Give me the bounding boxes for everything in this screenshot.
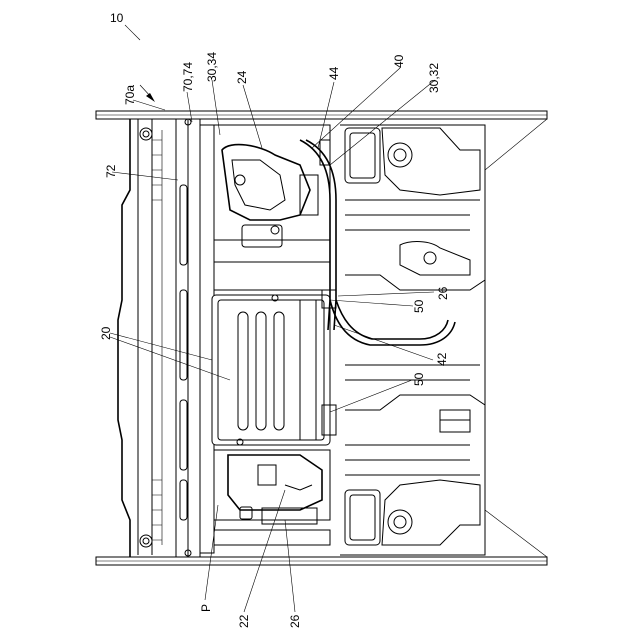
label-44: 44 (327, 66, 341, 80)
label-26-bottom: 26 (288, 614, 302, 628)
label-10: 10 (110, 11, 124, 25)
label-70-74: 70,74 (181, 62, 195, 92)
label-50-lower: 50 (412, 372, 426, 386)
battery-pack (212, 295, 330, 445)
label-40: 40 (392, 54, 406, 68)
label-P: P (199, 604, 213, 612)
label-22: 22 (237, 614, 251, 628)
label-30-34: 30,34 (205, 52, 219, 82)
label-30-32: 30,32 (427, 63, 441, 93)
label-50-upper: 50 (412, 299, 426, 313)
front-cross-member (118, 119, 214, 557)
label-72: 72 (104, 164, 118, 178)
label-24: 24 (235, 70, 249, 84)
label-70a: 70a (123, 85, 137, 105)
label-20: 20 (99, 326, 113, 340)
label-26-right: 26 (436, 286, 450, 300)
label-42: 42 (435, 352, 449, 366)
